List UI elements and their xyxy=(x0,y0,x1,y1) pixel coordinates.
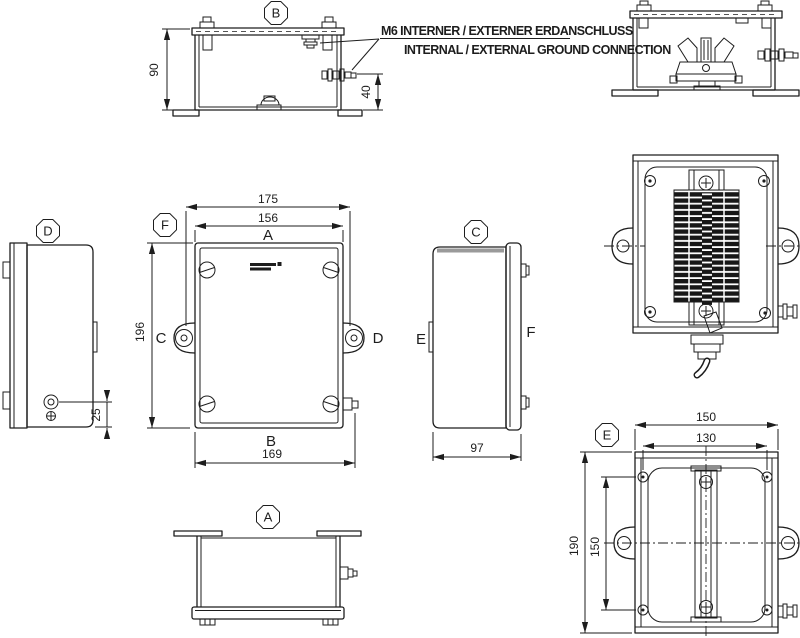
dim-150-holes: 150 xyxy=(588,537,602,557)
dim-40: 40 xyxy=(359,85,373,99)
view-section-clamp xyxy=(611,0,800,97)
view-e-mounting: E 150 130 xyxy=(567,410,800,638)
face-letter-c: C xyxy=(156,330,167,347)
view-b-side-section: B xyxy=(147,1,383,117)
lid-tab xyxy=(202,34,213,51)
enclosure-front-face xyxy=(194,242,344,429)
corner-screws xyxy=(637,471,773,616)
face-letter-a: A xyxy=(263,227,273,244)
dim-150-width: 150 xyxy=(696,410,716,424)
dim-ground-offset-25: 25 xyxy=(59,390,112,439)
din-rail xyxy=(690,465,722,623)
side-ground-bolt xyxy=(342,397,359,411)
mounting-lugs xyxy=(604,227,800,265)
view-label-f: F xyxy=(161,218,169,233)
face-letter-f: F xyxy=(526,324,535,341)
view-a-bottom: A xyxy=(173,505,362,626)
view-label-octagon-f: F xyxy=(153,213,177,237)
external-ground-bolt xyxy=(321,68,357,82)
external-ground-bolt xyxy=(757,48,799,62)
inside-gland-boss xyxy=(256,95,282,111)
dim-25: 25 xyxy=(89,408,103,422)
cover-screws xyxy=(198,261,340,413)
dim-hole-spacing-150: 150 xyxy=(588,476,636,611)
external-ground-bolt xyxy=(777,303,798,320)
external-ground-bolt xyxy=(777,603,798,619)
dim-156: 156 xyxy=(258,211,278,225)
dim-97: 97 xyxy=(470,441,484,455)
view-d-left-side: D 25 xyxy=(2,219,112,439)
lid-tab xyxy=(638,17,649,29)
view-label-octagon-a: A xyxy=(256,505,280,529)
ground-screw xyxy=(43,394,59,421)
terminal-clamp-cross-section xyxy=(669,37,743,91)
face-letter-b: B xyxy=(266,433,276,450)
view-label-octagon-e: E xyxy=(595,423,619,447)
face-letter-e: E xyxy=(416,331,426,348)
flange-bolts xyxy=(520,263,530,410)
side-ground-bolt xyxy=(339,566,358,580)
view-label-octagon-d: D xyxy=(36,219,60,243)
dim-190: 190 xyxy=(567,536,581,556)
dim-90: 90 xyxy=(147,63,161,77)
dim-196: 196 xyxy=(133,322,147,342)
enclosure-body-d xyxy=(2,242,98,429)
view-label-b: B xyxy=(272,6,281,21)
enclosure-body-a xyxy=(173,530,362,626)
view-label-e: E xyxy=(603,428,612,443)
note-leader-lines xyxy=(319,38,380,71)
view-label-octagon-b: B xyxy=(264,1,288,25)
lid-tab xyxy=(761,17,772,29)
note-line-english: INTERNAL / EXTERNAL GROUND CONNECTION xyxy=(404,43,671,57)
mounting-lugs xyxy=(173,322,365,354)
terminal-block-strip xyxy=(673,189,740,305)
center-lines xyxy=(604,446,800,638)
weidmuller-logo-mark xyxy=(250,262,282,271)
dim-inner-width-130: 130 xyxy=(642,431,768,470)
view-open-terminals xyxy=(604,154,800,379)
dim-width-150: 150 xyxy=(634,410,779,450)
lid-tab xyxy=(322,34,333,51)
view-label-a: A xyxy=(264,510,273,525)
dim-body-width-156: 156 xyxy=(194,211,344,242)
face-letter-d: D xyxy=(373,330,384,347)
dim-height-196: 196 xyxy=(133,242,193,429)
dim-ground-40: 40 xyxy=(357,73,383,111)
note-line-german: M6 INTERNER / EXTERNER ERDANSCHLUSS xyxy=(381,24,633,38)
view-label-c: C xyxy=(471,225,480,240)
view-label-octagon-c: C xyxy=(464,220,488,244)
ground-connection-note: M6 INTERNER / EXTERNER ERDANSCHLUSS INTE… xyxy=(319,24,672,71)
dim-130: 130 xyxy=(696,431,716,445)
corner-screws xyxy=(644,175,771,319)
dim-bottom-width-169: B 169 xyxy=(194,413,356,468)
dim-height-90: 90 xyxy=(147,28,190,111)
dim-overall-width-175: 175 xyxy=(185,192,351,326)
view-label-d: D xyxy=(43,224,52,239)
view-c-right-side: C E F 97 xyxy=(416,220,536,461)
dim-175: 175 xyxy=(258,192,278,206)
internal-ground-bolt xyxy=(301,34,320,49)
enclosure-body-c xyxy=(428,242,522,431)
end-clamp-and-gland xyxy=(690,311,724,379)
dim-169: 169 xyxy=(262,447,282,461)
dim-height-190: 190 xyxy=(567,451,632,634)
view-f-front: F 175 156 A xyxy=(133,192,384,468)
dim-depth-97: 97 xyxy=(432,432,522,461)
